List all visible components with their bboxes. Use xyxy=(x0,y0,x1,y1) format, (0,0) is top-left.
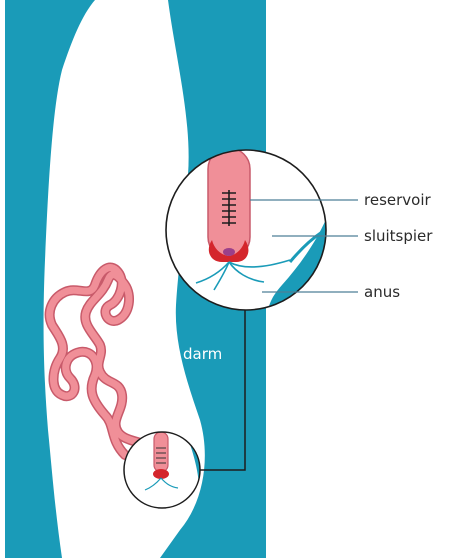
label-sluitspier: sluitspier xyxy=(364,227,433,245)
label-anus: anus xyxy=(364,283,400,301)
label-dunne-darm: dunne darm xyxy=(131,345,222,363)
label-reservoir: reservoir xyxy=(364,191,431,209)
